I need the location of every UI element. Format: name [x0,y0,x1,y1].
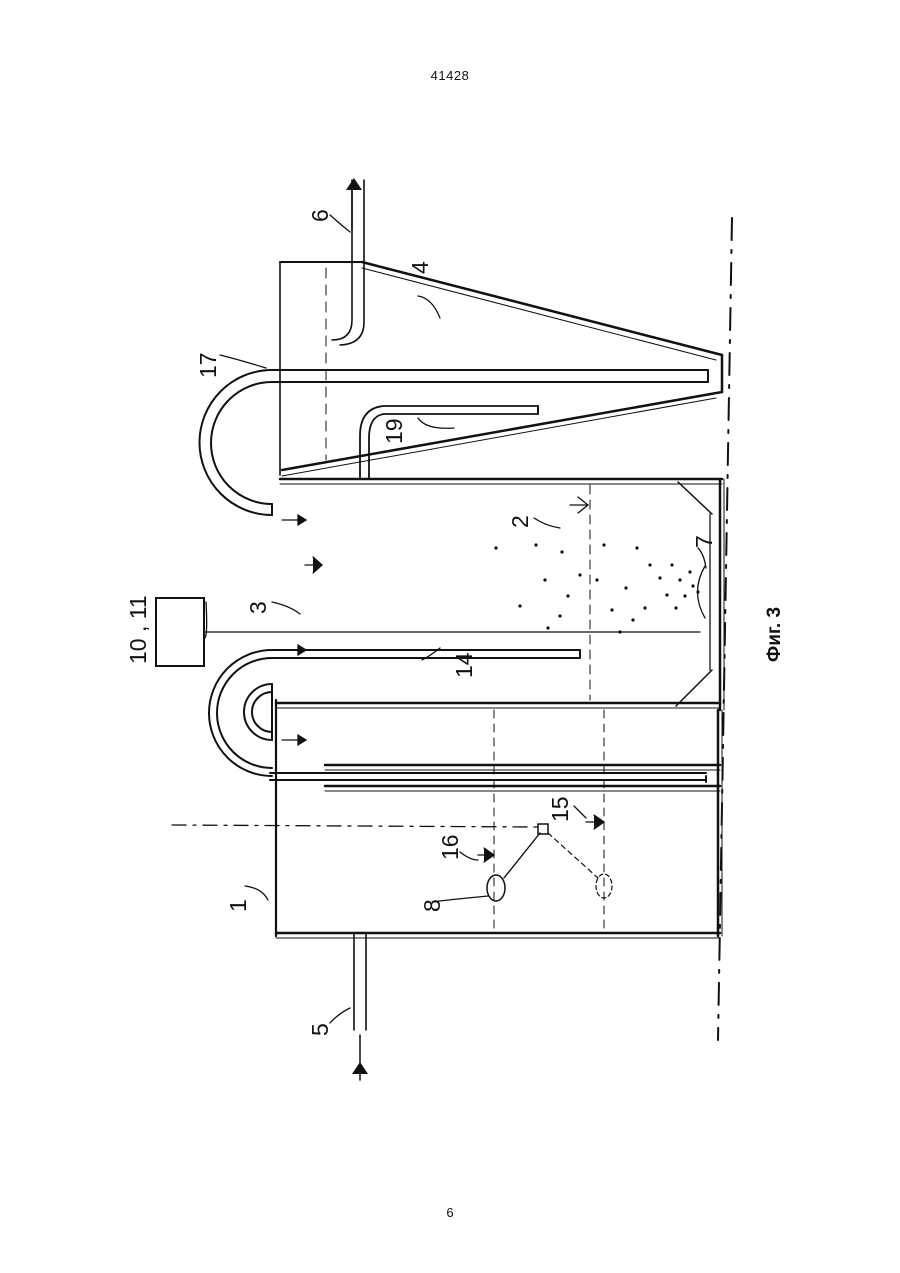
partition-wall [270,703,720,791]
label-7: 7 [691,535,717,548]
pendulum-axis-line [172,825,540,827]
page-number: 6 [0,1205,900,1220]
label-8: 8 [419,899,445,912]
vessel-1 [276,700,722,938]
figure-labels: 1 2 3 4 5 6 7 8 10 , 11 14 15 16 17 19 Ф… [125,209,785,1036]
siphon-14 [209,650,580,776]
figure-caption: Фиг. 3 [764,607,785,662]
particles [494,543,699,633]
label-3: 3 [245,601,271,614]
label-1: 1 [225,899,251,912]
flow-arrows [282,515,306,745]
label-2: 2 [507,515,533,528]
inner-siphon [244,684,272,740]
label-5: 5 [307,1023,333,1036]
float-8 [487,824,612,901]
label-10-11: 10 , 11 [125,595,151,664]
label-17: 17 [195,352,221,378]
label-14: 14 [451,652,477,678]
siphon-17 [200,370,709,515]
label-15: 15 [547,796,573,822]
label-6: 6 [307,209,333,222]
label-19: 19 [381,418,407,444]
label-4: 4 [407,261,433,274]
vessel-3 [280,479,724,710]
inlet-pipe-5 [352,933,368,1080]
label-16: 16 [437,834,463,860]
